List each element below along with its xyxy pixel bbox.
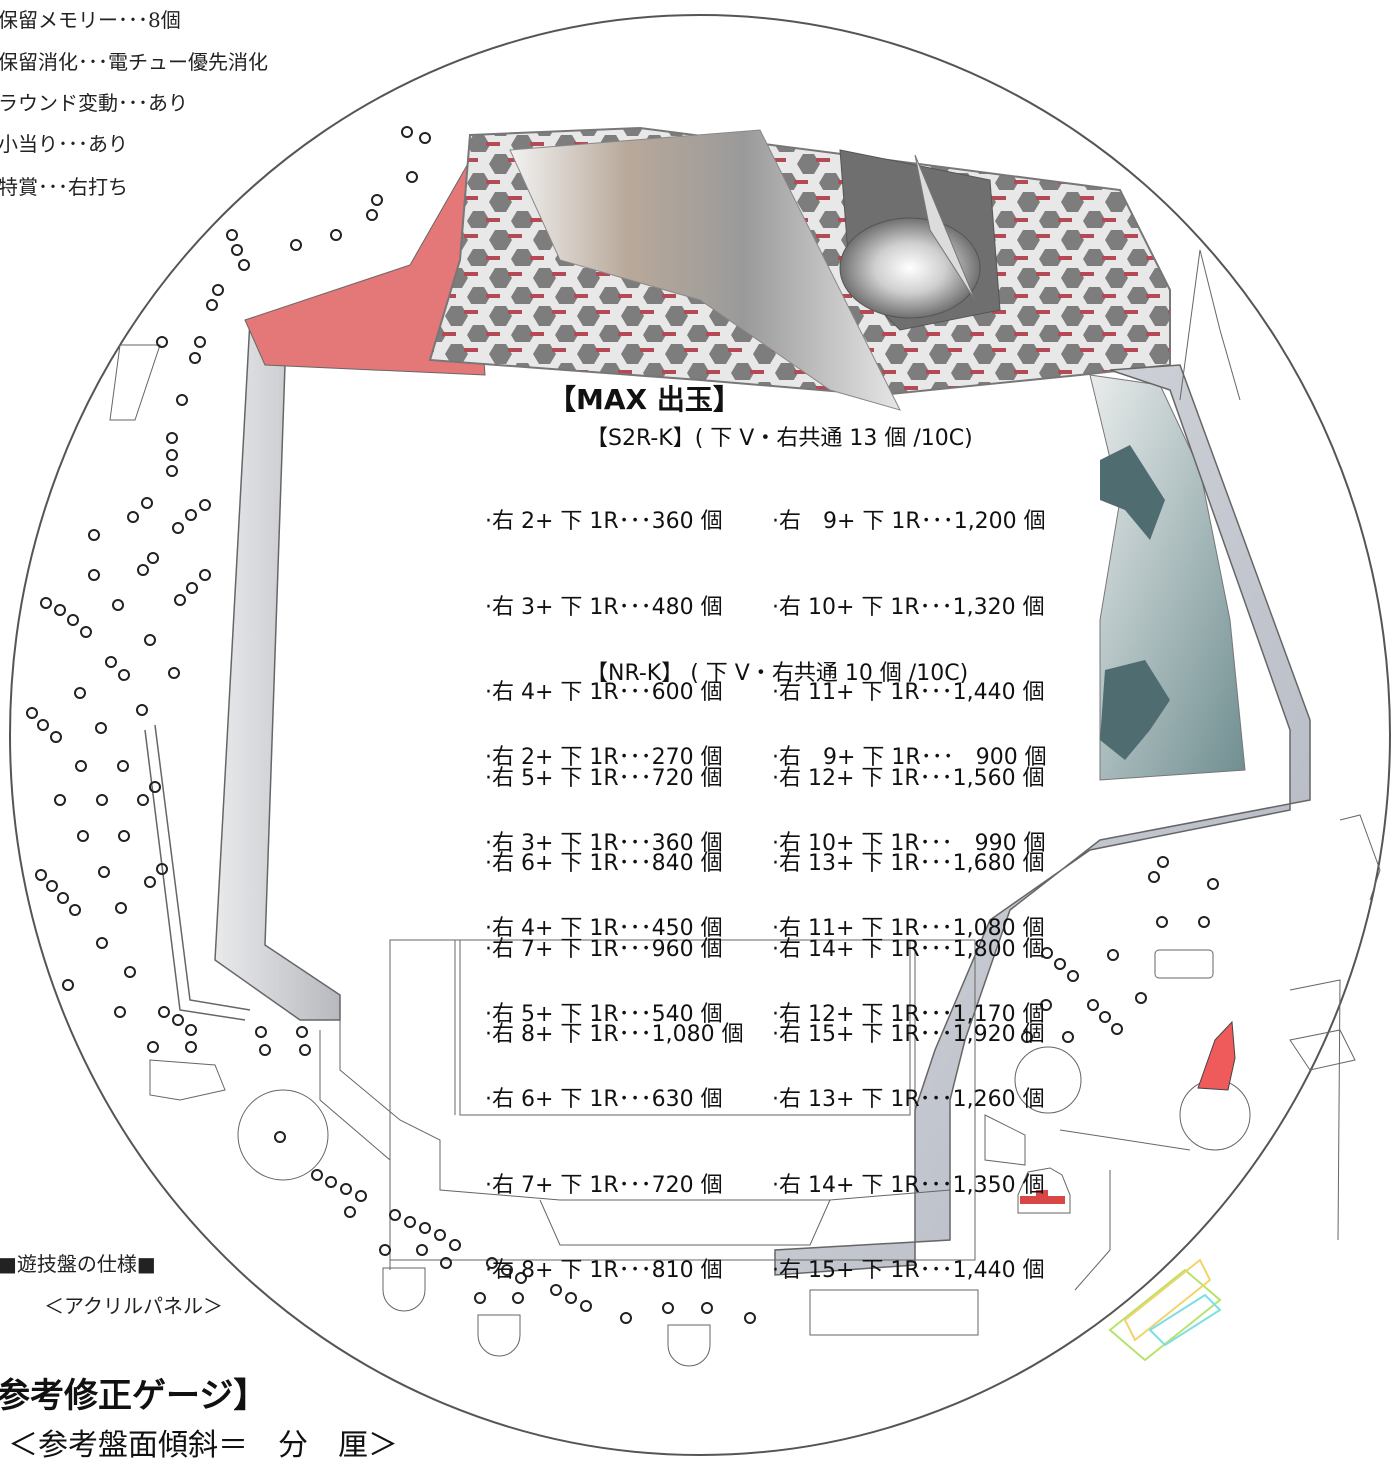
list-item: ·右 2+ 下 1R･･･270 個 xyxy=(485,745,723,770)
center-stage-window xyxy=(459,939,911,1116)
s2r-right-list: ·右 9+ 下 1R･･･1,200 個 ·右 10+ 下 1R･･･1,320… xyxy=(772,451,1046,1078)
list-item: ·右 8+ 下 1R･･･1,080 個 xyxy=(485,1022,744,1047)
list-item: ·右 7+ 下 1R･･･960 個 xyxy=(485,936,723,962)
board-outline xyxy=(9,14,1391,1456)
max-payout-title: 【MAX 出玉】 xyxy=(548,383,741,416)
center-blade xyxy=(509,129,901,411)
nr-right-list: ·右 9+ 下 1R･･･ 900 個 ·右 10+ 下 1R･･･ 990 個… xyxy=(772,687,1047,1314)
nr-header: 【NR-K】 ( 下 V・右共通 10 個 /10C) xyxy=(586,661,969,686)
list-item: ·右 13+ 下 1R･･･1,680 個 xyxy=(772,851,1045,876)
spec-small-hit: 小当り･･･あり xyxy=(0,132,128,156)
list-item: ·右 10+ 下 1R･･･1,320 個 xyxy=(772,594,1045,620)
left-rail xyxy=(214,317,341,1021)
bottom-plate xyxy=(809,1289,979,1336)
acrylic-panel-label: ＜アクリルパネル＞ xyxy=(44,1294,223,1318)
list-item: ·右 11+ 下 1R･･･1,440 個 xyxy=(772,680,1045,705)
list-item: ·右 4+ 下 1R･･･450 個 xyxy=(485,916,723,941)
spec-memory: 保留メモリー･･･8個 xyxy=(0,8,181,32)
gauge-title: 参考修正ゲージ】 xyxy=(0,1376,268,1416)
list-item: ·右 3+ 下 1R･･･360 個 xyxy=(485,830,723,856)
red-flipper xyxy=(1197,1020,1236,1091)
nr-left-list: ·右 2+ 下 1R･･･270 個 ·右 3+ 下 1R･･･360 個 ·右… xyxy=(485,687,723,1314)
list-item: ·右 5+ 下 1R･･･720 個 xyxy=(485,765,723,791)
list-item: ·右 6+ 下 1R･･･840 個 xyxy=(485,851,723,876)
list-item: ·右 15+ 下 1R･･･1,920 個 xyxy=(772,1022,1045,1047)
list-item: ·右 8+ 下 1R･･･810 個 xyxy=(485,1258,723,1283)
right-rail xyxy=(774,364,1311,1276)
led-cluster xyxy=(1108,1258,1222,1362)
spec-jackpot: 特賞･･･右打ち xyxy=(0,175,128,199)
s2r-left-list: ·右 2+ 下 1R･･･360 個 ·右 3+ 下 1R･･･480 個 ·右… xyxy=(485,451,744,1078)
tilt-label: ＜参考盤面傾斜＝ 分 厘＞ xyxy=(8,1428,398,1463)
list-item: ·右 14+ 下 1R･･･1,800 個 xyxy=(772,936,1045,962)
spec-digestion: 保留消化･･･電チュー優先消化 xyxy=(0,50,268,74)
list-item: ·右 7+ 下 1R･･･720 個 xyxy=(485,1172,723,1198)
list-item: ·右 9+ 下 1R･･･ 900 個 xyxy=(772,745,1047,770)
list-item: ·右 3+ 下 1R･･･480 個 xyxy=(485,594,723,620)
list-item: ·右 10+ 下 1R･･･ 990 個 xyxy=(772,830,1046,856)
nails xyxy=(26,126,1219,1324)
s2r-header: 【S2R-K】( 下 V・右共通 13 個 /10C) xyxy=(586,426,973,451)
list-item: ·右 13+ 下 1R･･･1,260 個 xyxy=(772,1087,1045,1112)
list-item: ·右 4+ 下 1R･･･600 個 xyxy=(485,680,723,705)
list-item: ·右 5+ 下 1R･･･540 個 xyxy=(485,1001,723,1027)
list-item: ·右 12+ 下 1R･･･1,560 個 xyxy=(772,765,1045,791)
spec-round-variation: ラウンド変動･･･あり xyxy=(0,91,188,115)
attacker-circle xyxy=(1179,1079,1251,1151)
list-item: ·右 9+ 下 1R･･･1,200 個 xyxy=(772,509,1046,534)
list-item: ·右 11+ 下 1R･･･1,080 個 xyxy=(772,916,1045,941)
board-spec-title: ■遊技盤の仕様■ xyxy=(0,1252,156,1276)
right-pocket xyxy=(1014,1046,1082,1114)
left-pocket xyxy=(237,1089,329,1181)
list-item: ·右 6+ 下 1R･･･630 個 xyxy=(485,1087,723,1112)
list-item: ·右 12+ 下 1R･･･1,170 個 xyxy=(772,1001,1045,1027)
list-item: ·右 14+ 下 1R･･･1,350 個 xyxy=(772,1172,1045,1198)
list-item: ·右 2+ 下 1R･･･360 個 xyxy=(485,509,723,534)
list-item: ·右 15+ 下 1R･･･1,440 個 xyxy=(772,1258,1045,1283)
left-guide xyxy=(109,344,161,421)
